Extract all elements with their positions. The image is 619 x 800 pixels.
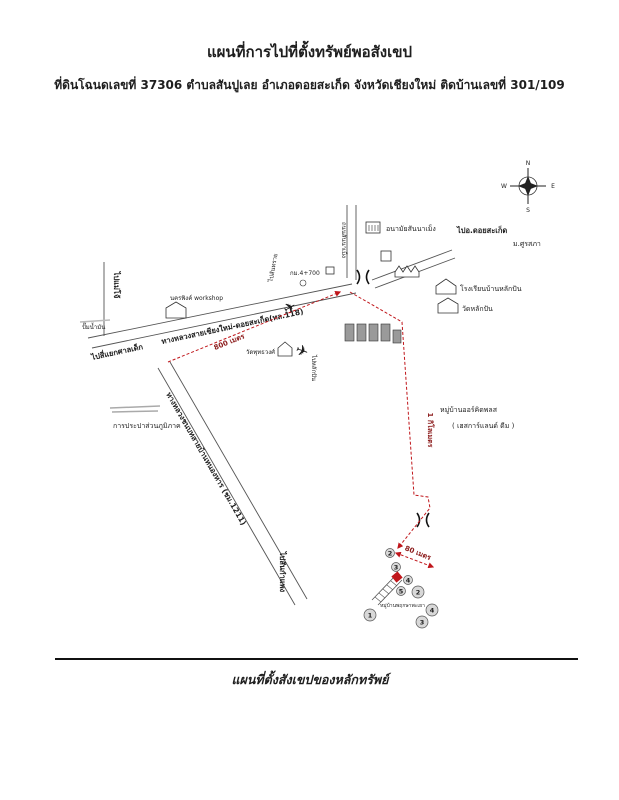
plot-marker-circle xyxy=(363,608,377,622)
plot-marker: 1 xyxy=(363,608,377,622)
health-center-icon-detail xyxy=(368,225,379,231)
village-label: หมู่บ้านออร์คิดพลส xyxy=(440,406,498,414)
plot-marker: 2 xyxy=(411,585,425,599)
building-block-icon xyxy=(380,323,391,342)
plot-marker-circle xyxy=(415,615,429,629)
waterworks-label: การประปาส่วนภูมิภาค xyxy=(113,422,181,430)
building-block-icon xyxy=(392,329,402,344)
to-san-kamphaeng-label: ไปสันกำแพง xyxy=(278,551,288,593)
airplane-icon: ✈ xyxy=(293,340,311,361)
road-network xyxy=(87,205,456,606)
building-icon xyxy=(380,250,392,262)
plot-marker-number: 4 xyxy=(430,607,435,615)
plot-marker: 2 xyxy=(385,548,395,558)
map-caption: แผนที่ตั้งสังเขปของหลักทรัพย์ xyxy=(231,670,391,687)
rural-road-label: ทางหลวงชนบทสายบ้านหนองหาร (ชม.1211) xyxy=(164,391,248,527)
workshop-label: นครพิงค์ workshop xyxy=(170,294,223,302)
plot-marker: 5 xyxy=(396,586,406,596)
highway-118-edge-north xyxy=(87,283,353,339)
property-lane-edge xyxy=(371,574,397,601)
plot-marker: 3 xyxy=(391,562,401,572)
plot-marker-number: 2 xyxy=(416,589,421,597)
rural-road-edge-east xyxy=(169,361,308,600)
page-subtitle: ที่ดินโฉนดเลขที่ 37306 ตำบลสันปูเลย อำเภ… xyxy=(54,78,565,92)
university-label: ม.ศูรสภา xyxy=(513,240,541,248)
compass-west: W xyxy=(501,183,507,190)
plot-marker-circle xyxy=(425,603,439,617)
small-temple-label: วัดพุทธวงศ์ xyxy=(246,348,275,356)
health-center-label: อนามัยสันนาเม็ง xyxy=(386,224,436,233)
plot-marker-circle xyxy=(385,548,395,558)
route-lane xyxy=(394,551,435,569)
plot-marker: 4 xyxy=(403,575,413,585)
building-block-icon xyxy=(356,323,367,342)
row-houses-icon xyxy=(394,265,420,278)
plot-marker: 4 xyxy=(425,603,439,617)
plot-marker-number: 3 xyxy=(394,564,399,572)
place-labels: อนามัยสันนาเม็ง ไปอ.ดอยสะเก็ด ม.ศูรสภา ก… xyxy=(82,222,541,609)
landmarks: ✈ ✈ xyxy=(79,221,459,413)
plot-marker-number: 3 xyxy=(420,619,425,627)
compass-east: E xyxy=(551,183,555,190)
waterworks-icon xyxy=(109,405,161,413)
to-lak-pan-label: ไปหลักปัน xyxy=(310,354,318,381)
property-lane-rungs xyxy=(374,580,398,603)
temple-label: วัดหลักปัน xyxy=(462,305,493,313)
health-center-icon xyxy=(365,221,381,234)
route-main-road xyxy=(167,291,342,363)
compass-north: N xyxy=(526,160,531,167)
temple-icon xyxy=(437,297,459,314)
school-label: โรงเรียนบ้านหลักปัน xyxy=(460,284,522,293)
plot-marker-circle xyxy=(396,586,406,596)
school-icon xyxy=(435,278,457,295)
building-block-icon xyxy=(368,323,379,342)
bridge-icon xyxy=(356,269,361,285)
highway-118-edge-south xyxy=(91,292,357,349)
gas-station-label: ปั๊มน้ำมัน xyxy=(82,321,105,331)
plot-markers: 2 3 4 5 2 4 3 1 xyxy=(363,548,439,629)
km-post-circle-icon xyxy=(299,279,307,287)
property-location-marker xyxy=(391,571,403,583)
village-sub-label: ( เฮสการ์แลนด์ ดีม ) xyxy=(452,422,515,430)
compass-rose: N S W E xyxy=(501,160,555,214)
rural-road-edge-west xyxy=(157,367,296,606)
small-temple-icon xyxy=(277,341,293,357)
km-marker-label: กม.4+700 xyxy=(290,270,320,277)
distance-lane-label: 80 เมตร xyxy=(404,544,433,562)
plot-marker-number: 4 xyxy=(406,577,411,585)
bridge-icon xyxy=(425,512,430,528)
to-intersection-label: ไปสี่แยกศาลเด็ก xyxy=(89,340,144,362)
plot-marker-circle xyxy=(391,562,401,572)
route-village-road xyxy=(349,291,431,549)
to-doi-saket-label: ไปอ.ดอยสะเก็ด xyxy=(456,225,507,235)
plot-marker-number: 1 xyxy=(368,612,373,620)
plot-marker-circle xyxy=(403,575,413,585)
bridge-icon xyxy=(416,512,421,528)
property-lane-edge xyxy=(377,579,403,606)
building-block-icon xyxy=(344,323,355,342)
highway-118-east-edge xyxy=(371,249,453,281)
distance-main-road-label: 800 เมตร xyxy=(213,332,246,352)
plot-marker-number: 5 xyxy=(399,588,404,596)
to-san-sai-label: ไปสันทราย xyxy=(266,253,279,284)
plot-marker-circle xyxy=(411,585,425,599)
distance-village-road-label: 1 กิโลเมตร xyxy=(426,413,435,448)
compass-cross-icon xyxy=(518,182,538,190)
plot-marker: 3 xyxy=(415,615,429,629)
san-na-meng-road-label: ถนนสันนาเม็ง xyxy=(340,222,349,258)
plot-marker-number: 2 xyxy=(388,550,393,558)
gas-station-icon xyxy=(79,319,111,323)
page-title: แผนที่การไปที่ตั้งทรัพย์พอสังเขป xyxy=(206,43,413,61)
bridge-icon xyxy=(365,269,370,285)
km-post-icon xyxy=(325,266,335,275)
compass-south: S xyxy=(526,207,530,214)
property-village-label: หมู่บ้านพฤกษาพะเยา xyxy=(380,602,425,609)
to-mae-jo-label: ไปแม่โจ้ xyxy=(112,271,122,299)
workshop-icon xyxy=(165,301,187,319)
